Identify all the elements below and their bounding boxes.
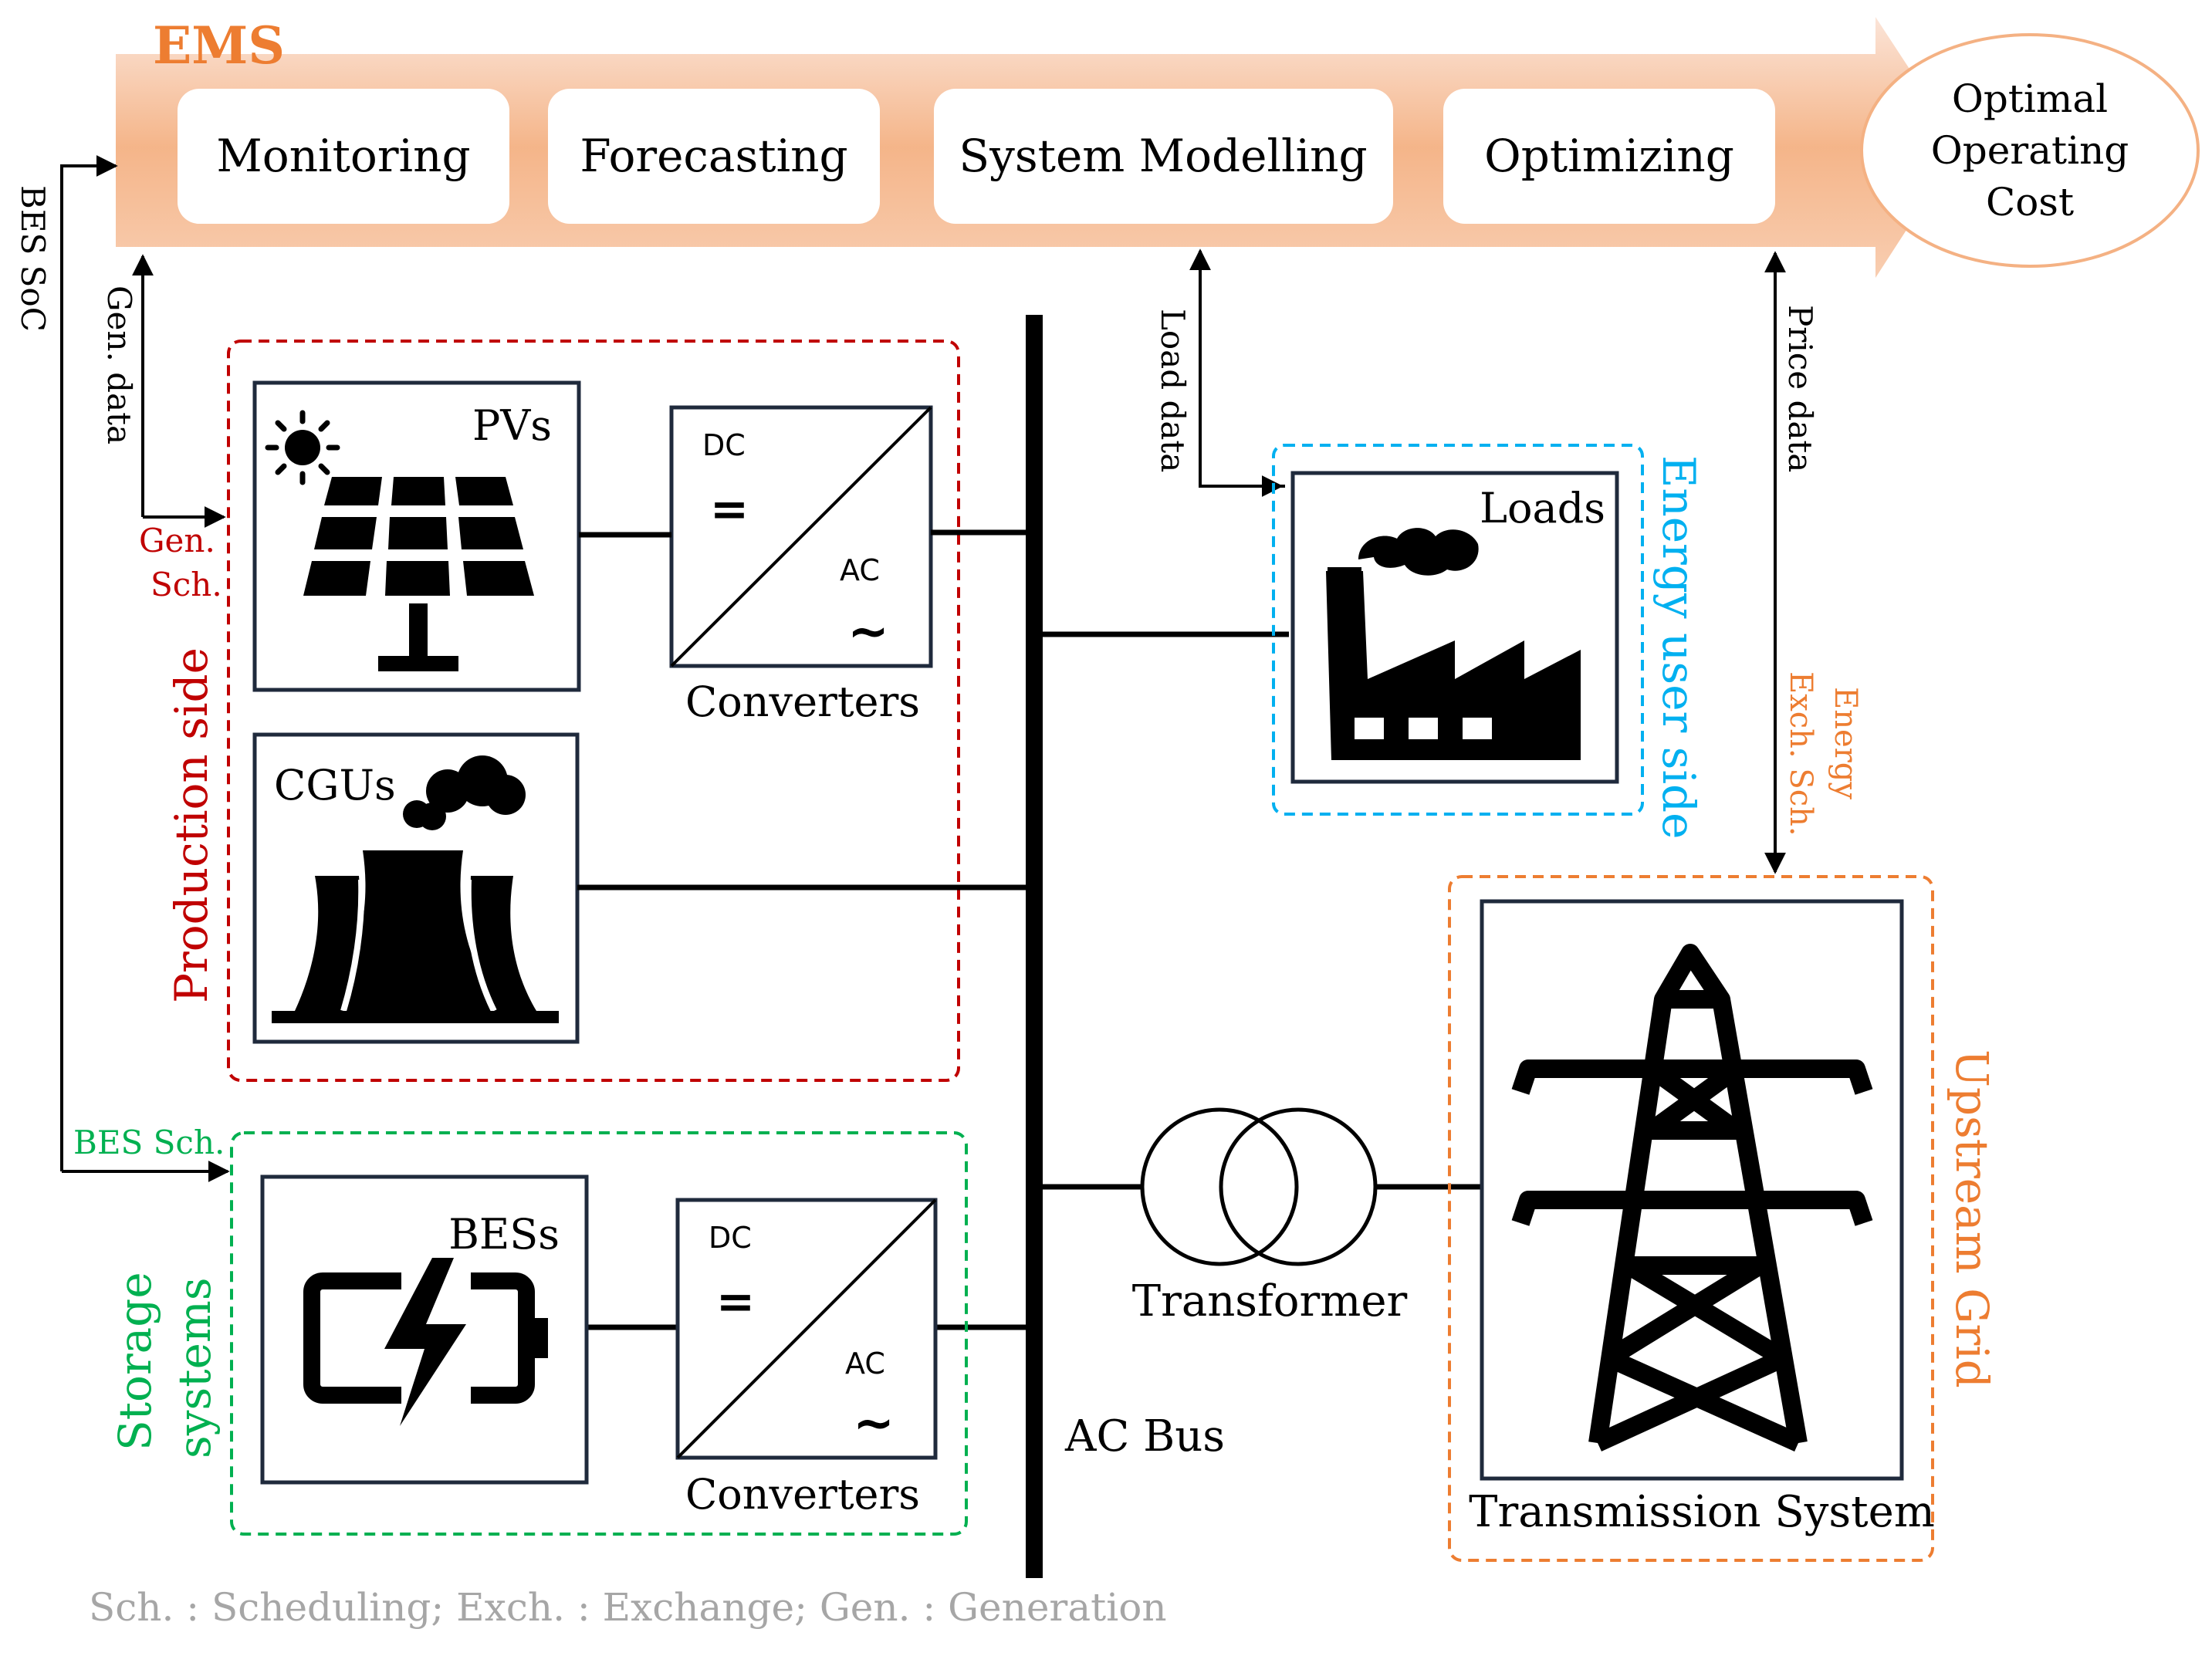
- price-data-label: Price data: [1781, 305, 1819, 472]
- energy-user-label: Energy user side: [1652, 455, 1705, 839]
- storage-frame: [230, 1131, 968, 1536]
- goal-line-2: Operating: [1931, 128, 2129, 173]
- transmission-label: Transmission System: [1469, 1487, 1935, 1537]
- bes-converter: DC = AC ~: [675, 1198, 938, 1460]
- ems-title: EMS: [153, 15, 285, 76]
- cgus-label: CGUs: [274, 761, 396, 809]
- bes-unit: BESs: [260, 1174, 589, 1485]
- ems-stage-forecasting: Forecasting: [548, 89, 880, 224]
- goal-line-3: Cost: [1986, 180, 2074, 225]
- cgu-unit: CGUs: [252, 732, 580, 1044]
- signal-gen-data: [132, 254, 226, 528]
- gen-sch-label-2: Sch.: [151, 566, 222, 603]
- pv-converter-label: Converters: [685, 678, 920, 726]
- footnote: Sch. : Scheduling; Exch. : Exchange; Gen…: [89, 1585, 1167, 1630]
- stage-label-forecasting: Forecasting: [580, 130, 847, 182]
- energy-user-frame: [1272, 444, 1644, 816]
- gen-sch-label-1: Gen.: [139, 522, 215, 559]
- storage-label-2: systems: [168, 1277, 221, 1458]
- pv-converter-dc: DC: [702, 428, 746, 462]
- pv-unit: PVs: [252, 380, 581, 692]
- bes-sch-label: BES Sch.: [73, 1124, 225, 1161]
- production-side-label: Production side: [165, 647, 218, 1003]
- bes-converter-ac: AC: [845, 1347, 885, 1381]
- solar-panel-icon: [303, 477, 534, 671]
- signal-load-data: [1189, 248, 1285, 497]
- pv-converter-ac: AC: [840, 553, 880, 587]
- transformer-label: Transformer: [1132, 1276, 1408, 1326]
- ems-banner: EMS Monitoring Forecasting System Modell…: [116, 15, 2200, 278]
- pv-converter-tilde: ~: [847, 603, 889, 661]
- loads-unit: Loads: [1290, 471, 1619, 784]
- battery-charging-icon: [303, 1258, 548, 1426]
- energy-exch-label-2: Exch. Sch.: [1783, 671, 1818, 836]
- bes-converter-dc: DC: [709, 1221, 752, 1255]
- production-side-frame: [227, 340, 960, 1082]
- pvs-label: PVs: [472, 401, 552, 450]
- upstream-grid-label: Upstream Grid: [1946, 1049, 1998, 1388]
- stage-label-system-modelling: System Modelling: [959, 130, 1367, 182]
- bus-connections: [577, 529, 1482, 1330]
- signal-bes-soc: [60, 155, 230, 1182]
- goal-line-1: Optimal: [1952, 76, 2108, 121]
- ems-stage-optimizing: Optimizing: [1443, 89, 1775, 224]
- ems-stage-monitoring: Monitoring: [178, 89, 509, 224]
- stage-label-optimizing: Optimizing: [1484, 130, 1734, 182]
- pv-converter: DC = AC ~: [669, 405, 933, 668]
- bes-converter-eq: =: [716, 1275, 755, 1329]
- ac-bus-label: AC Bus: [1064, 1411, 1225, 1462]
- loads-label: Loads: [1480, 484, 1605, 532]
- transformer-icon: [1140, 1107, 1378, 1266]
- bes-converter-label: Converters: [685, 1470, 920, 1519]
- bes-converter-tilde: ~: [853, 1395, 895, 1452]
- ems-goal-ellipse: Optimal Operating Cost: [1860, 33, 2200, 268]
- load-data-label: Load data: [1154, 309, 1192, 472]
- ems-stage-system-modelling: System Modelling: [934, 89, 1393, 224]
- bes-soc-label: BES SoC: [14, 185, 52, 332]
- gen-data-label: Gen. data: [100, 286, 138, 444]
- pv-converter-eq: =: [710, 482, 749, 536]
- energy-exch-label-1: Energy: [1828, 687, 1863, 799]
- storage-label-1: Storage: [109, 1272, 161, 1451]
- power-tower-icon: [1511, 944, 1873, 1452]
- transmission-unit: Transmission System: [1469, 899, 1935, 1537]
- stage-label-monitoring: Monitoring: [216, 130, 470, 182]
- sun-icon: [265, 410, 340, 485]
- power-plant-icon: [272, 755, 559, 1023]
- upstream-grid-frame: [1448, 875, 1934, 1562]
- bess-label: BESs: [448, 1210, 560, 1259]
- factory-icon: [1326, 528, 1581, 760]
